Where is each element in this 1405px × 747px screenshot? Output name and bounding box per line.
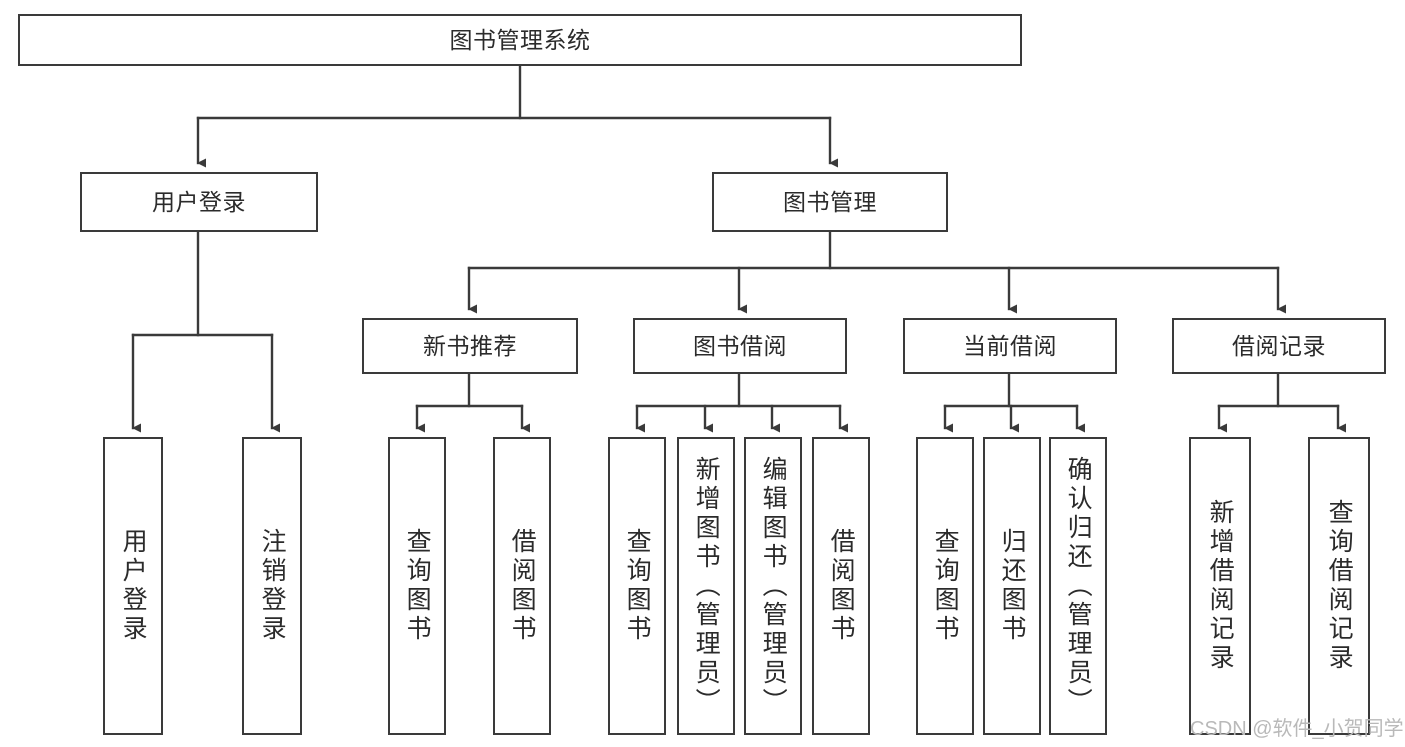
node-label: 新增借阅记录	[1206, 499, 1235, 673]
node-label: 借阅图书	[508, 528, 537, 644]
node-user-login[interactable]: 用户登录	[80, 172, 318, 232]
node-label: 编辑图书（管理员）	[759, 455, 788, 717]
node-leaf-edit-book-admin[interactable]: 编辑图书（管理员）	[744, 437, 802, 735]
node-leaf-confirm-return-admin[interactable]: 确认归还（管理员）	[1049, 437, 1107, 735]
node-label: 用户登录	[152, 188, 246, 215]
node-current-borrowing[interactable]: 当前借阅	[903, 318, 1117, 374]
node-leaf-query-borrow-record[interactable]: 查询借阅记录	[1308, 437, 1370, 735]
node-leaf-query-book-3[interactable]: 查询图书	[916, 437, 974, 735]
node-label: 用户登录	[119, 528, 148, 644]
node-leaf-add-book-admin[interactable]: 新增图书（管理员）	[677, 437, 735, 735]
node-label: 借阅记录	[1232, 332, 1326, 359]
node-leaf-borrow-book-1[interactable]: 借阅图书	[493, 437, 551, 735]
node-leaf-query-book-1[interactable]: 查询图书	[388, 437, 446, 735]
node-label: 查询图书	[403, 528, 432, 644]
node-label: 图书管理系统	[449, 26, 591, 53]
node-label: 注销登录	[258, 528, 287, 644]
node-book-borrowing[interactable]: 图书借阅	[633, 318, 847, 374]
node-label: 确认归还（管理员）	[1064, 455, 1093, 717]
node-label: 图书借阅	[693, 332, 787, 359]
node-label: 当前借阅	[963, 332, 1057, 359]
node-borrowing-records[interactable]: 借阅记录	[1172, 318, 1386, 374]
node-book-management[interactable]: 图书管理	[712, 172, 948, 232]
node-label: 查询借阅记录	[1325, 499, 1354, 673]
csdn-watermark: CSDN @软件_小贺同学	[1190, 718, 1404, 740]
node-label: 新增图书（管理员）	[692, 455, 721, 717]
node-leaf-user-login[interactable]: 用户登录	[103, 437, 163, 735]
node-leaf-add-borrow-record[interactable]: 新增借阅记录	[1189, 437, 1251, 735]
node-leaf-query-book-2[interactable]: 查询图书	[608, 437, 666, 735]
node-leaf-user-logout[interactable]: 注销登录	[242, 437, 302, 735]
node-label: 图书管理	[783, 188, 877, 215]
node-label: 新书推荐	[423, 332, 517, 359]
node-label: 查询图书	[623, 528, 652, 644]
connector-paths	[131, 64, 1346, 433]
node-label: 归还图书	[998, 528, 1027, 644]
node-label: 查询图书	[931, 528, 960, 644]
node-leaf-return-book[interactable]: 归还图书	[983, 437, 1041, 735]
node-leaf-borrow-book-2[interactable]: 借阅图书	[812, 437, 870, 735]
node-label: 借阅图书	[827, 528, 856, 644]
node-new-book-recommendation[interactable]: 新书推荐	[362, 318, 578, 374]
node-root-system[interactable]: 图书管理系统	[18, 14, 1022, 66]
